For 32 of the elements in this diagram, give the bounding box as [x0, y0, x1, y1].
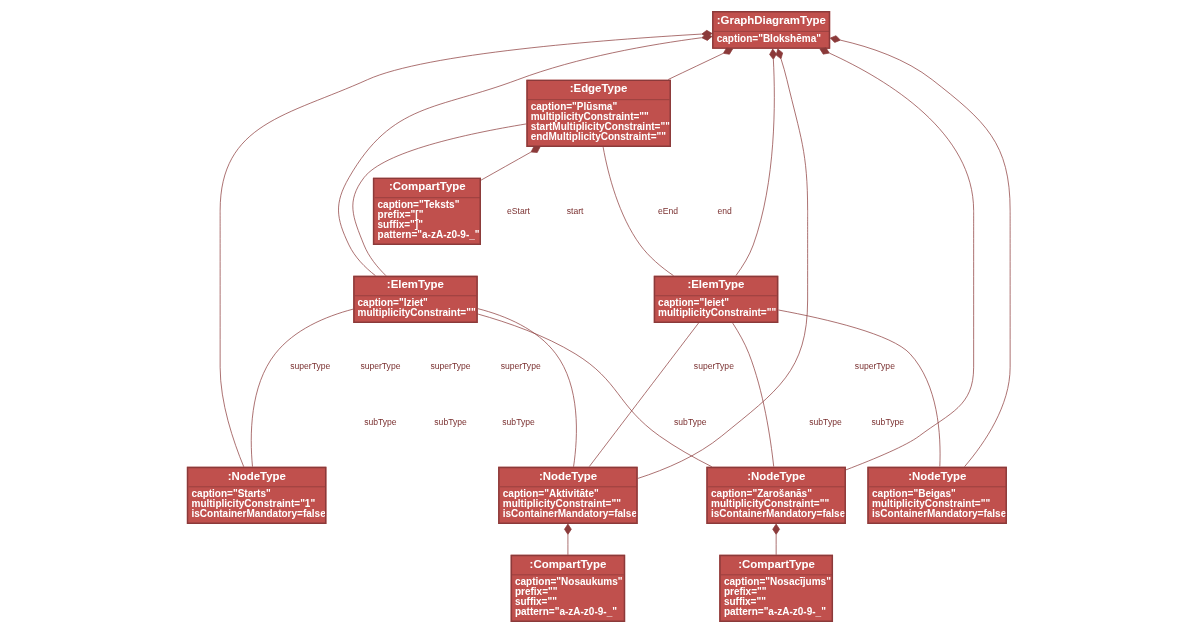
connector [588, 322, 699, 467]
label: eStart [507, 205, 530, 216]
connector [732, 322, 775, 467]
label: superType [360, 360, 401, 371]
label: superType [500, 360, 541, 371]
connector [667, 47, 733, 80]
connector [819, 47, 974, 471]
connector [250, 308, 354, 467]
label: subType [434, 417, 467, 428]
label: subType [871, 417, 904, 428]
connector [778, 309, 941, 467]
label: end [717, 205, 732, 216]
connector [829, 35, 1011, 468]
label: superType [430, 360, 471, 371]
label: superType [693, 360, 734, 371]
label: subType [674, 417, 707, 428]
connector [564, 523, 572, 556]
label: superType [854, 360, 895, 371]
label: subType [809, 417, 842, 428]
connector [602, 146, 674, 276]
connector [477, 313, 713, 468]
label: eEnd [658, 205, 679, 216]
label: subType [364, 417, 397, 428]
label: superType [290, 360, 331, 371]
connector [477, 308, 577, 468]
connector [352, 123, 527, 277]
connector [735, 48, 777, 276]
connector [772, 523, 780, 556]
connector [480, 146, 541, 181]
label: subType [502, 417, 535, 428]
label: start [566, 205, 584, 216]
connector [637, 48, 808, 479]
